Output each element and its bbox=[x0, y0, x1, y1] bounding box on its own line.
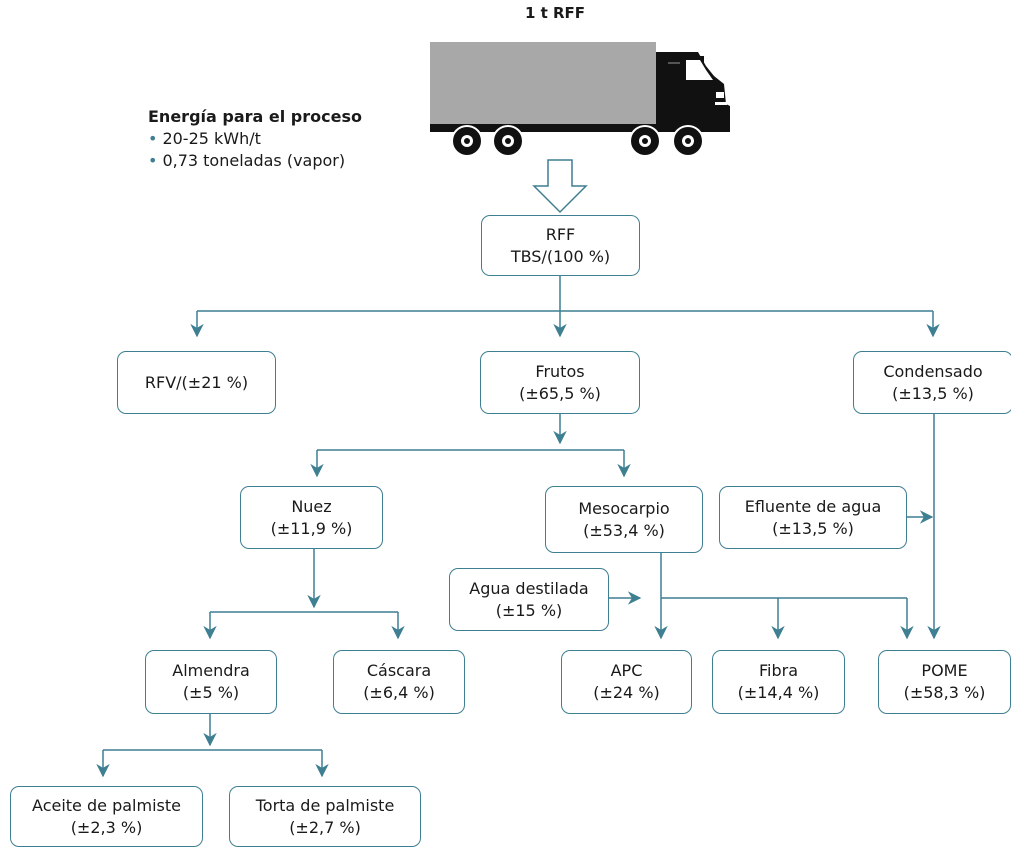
node-almendra: Almendra (±5 %) bbox=[145, 650, 277, 714]
node-fibra: Fibra (±14,4 %) bbox=[712, 650, 845, 714]
node-nuez: Nuez (±11,9 %) bbox=[240, 486, 383, 549]
node-rff: RFF TBS/(100 %) bbox=[481, 215, 640, 276]
truck-icon bbox=[430, 42, 730, 157]
node-mesocarpio: Mesocarpio (±53,4 %) bbox=[545, 486, 703, 553]
node-aceite-palmiste: Aceite de palmiste (±2,3 %) bbox=[10, 786, 203, 847]
node-pome: POME (±58,3 %) bbox=[878, 650, 1011, 714]
node-rfv: RFV/(±21 %) bbox=[117, 351, 276, 414]
node-label: Torta de palmiste bbox=[255, 795, 395, 815]
node-label: RFV/(±21 %) bbox=[144, 372, 249, 392]
node-apc: APC (±24 %) bbox=[561, 650, 692, 714]
node-value: (±15 %) bbox=[495, 600, 563, 620]
node-value: (±5 %) bbox=[182, 683, 240, 702]
node-value: (±13,5 %) bbox=[892, 383, 974, 403]
node-cascara: Cáscara (±6,4 %) bbox=[333, 650, 465, 714]
node-label: Aceite de palmiste bbox=[32, 795, 181, 815]
node-value: (±58,3 %) bbox=[903, 683, 986, 702]
node-value: (±2,3 %) bbox=[70, 817, 143, 837]
node-label: Mesocarpio bbox=[578, 498, 670, 518]
node-agua-destilada: Agua destilada (±15 %) bbox=[449, 568, 609, 631]
node-efluente: Efluente de agua (±13,5 %) bbox=[719, 486, 907, 549]
node-label: Fibra bbox=[758, 661, 799, 680]
node-value: (±2,7 %) bbox=[289, 817, 361, 837]
node-condensado: Condensado (±13,5 %) bbox=[853, 351, 1011, 414]
node-value: (±65,5 %) bbox=[519, 383, 601, 403]
node-label: Efluente de agua bbox=[744, 496, 882, 516]
node-value: (±13,5 %) bbox=[772, 518, 854, 538]
energy-note: Energía para el proceso •20-25 kWh/t •0,… bbox=[148, 106, 362, 172]
node-value: (±24 %) bbox=[593, 683, 660, 702]
node-value: (±11,9 %) bbox=[270, 518, 353, 538]
node-torta-palmiste: Torta de palmiste (±2,7 %) bbox=[229, 786, 421, 847]
node-label: RFF bbox=[545, 224, 576, 244]
node-value: (±14,4 %) bbox=[737, 683, 820, 702]
diagram-title: 1 t RFF bbox=[524, 4, 586, 22]
node-label: APC bbox=[610, 661, 643, 680]
bullet-icon: • bbox=[148, 129, 158, 148]
node-value: (±53,4 %) bbox=[583, 520, 665, 540]
node-frutos: Frutos (±65,5 %) bbox=[480, 351, 640, 414]
node-value: TBS/(100 %) bbox=[510, 246, 611, 266]
node-label: Condensado bbox=[883, 361, 983, 381]
node-label: Agua destilada bbox=[469, 578, 589, 598]
bullet-icon: • bbox=[148, 151, 158, 170]
energy-heading: Energía para el proceso bbox=[148, 107, 362, 126]
energy-item: •20-25 kWh/t bbox=[148, 129, 261, 148]
node-label: Cáscara bbox=[366, 661, 432, 680]
node-label: Nuez bbox=[291, 496, 332, 516]
node-label: Almendra bbox=[172, 661, 250, 680]
node-label: POME bbox=[921, 661, 968, 680]
node-value: (±6,4 %) bbox=[363, 683, 435, 702]
energy-item: •0,73 toneladas (vapor) bbox=[148, 151, 346, 170]
down-arrow-icon bbox=[532, 159, 588, 214]
node-label: Frutos bbox=[535, 361, 585, 381]
